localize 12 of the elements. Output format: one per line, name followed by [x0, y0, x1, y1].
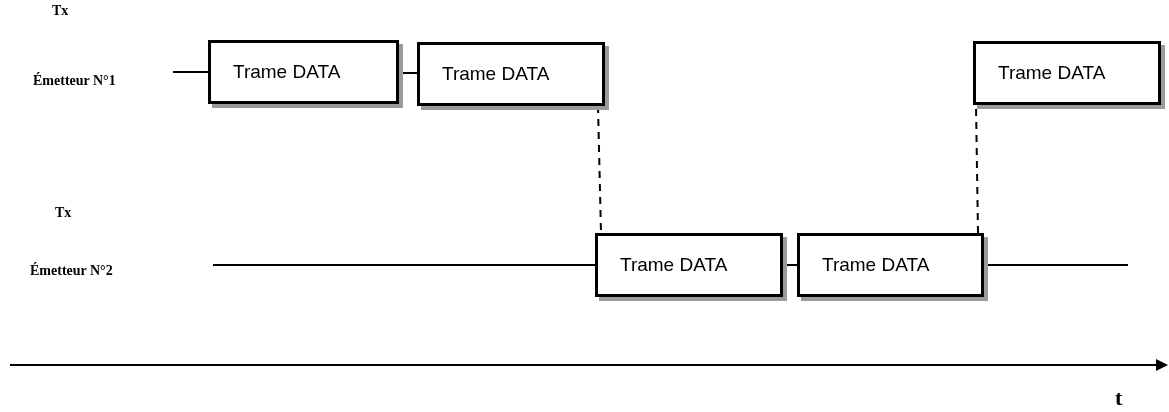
frame-label: Trame DATA — [998, 62, 1106, 84]
frame-label: Trame DATA — [620, 254, 728, 276]
signal-line — [172, 71, 209, 73]
axis-label: t — [1115, 385, 1123, 411]
frame-label: Trame DATA — [442, 63, 550, 85]
signal-line — [212, 264, 596, 266]
transmitter-label: Émetteur N°1 — [33, 73, 116, 89]
frame-label: Trame DATA — [233, 61, 341, 83]
signal-name: Tx — [52, 3, 69, 19]
frame-label: Trame DATA — [822, 254, 930, 276]
signal-name: Tx — [55, 205, 72, 221]
transmitter-label: Émetteur N°2 — [30, 263, 113, 279]
